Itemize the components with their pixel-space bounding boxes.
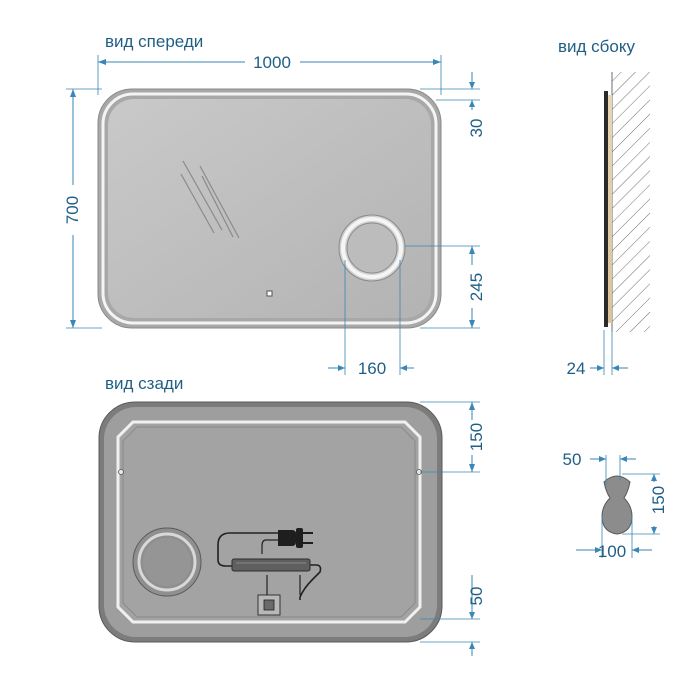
front-mirror xyxy=(97,88,442,329)
reflection-glint xyxy=(180,160,240,239)
back-mirror xyxy=(98,401,443,643)
dimension-hook-height: 150 xyxy=(622,473,668,535)
magnifier-height-value: 245 xyxy=(467,273,486,301)
dimension-back-top: 150 xyxy=(420,401,486,473)
back-top-value: 150 xyxy=(467,423,486,451)
side-depth-value: 24 xyxy=(567,359,586,378)
dimension-width: 1000 xyxy=(97,53,442,95)
dimension-magnifier-diameter: 160 xyxy=(328,260,414,378)
dimension-side-depth: 24 xyxy=(567,330,628,378)
magnifier-mirror xyxy=(338,214,406,282)
back-magnifier xyxy=(132,527,202,597)
hook-width-value: 100 xyxy=(598,542,626,561)
top-offset-value: 30 xyxy=(467,119,486,138)
dimension-height: 700 xyxy=(63,88,102,329)
hook-height-value: 150 xyxy=(649,486,668,514)
front-led-strip xyxy=(101,92,438,325)
power-driver-box xyxy=(231,558,311,572)
front-view-label: вид спереди xyxy=(105,32,203,51)
side-mirror xyxy=(604,72,650,332)
magnifier-diameter-value: 160 xyxy=(358,359,386,378)
back-bottom-value: 50 xyxy=(467,587,486,606)
hook-slot-shape xyxy=(601,475,633,535)
dimension-hook-width: 100 xyxy=(576,516,652,561)
dimension-top-offset: 30 xyxy=(420,72,486,137)
side-frame xyxy=(608,95,612,323)
dimension-back-bottom: 50 xyxy=(420,575,486,656)
side-glass xyxy=(604,91,608,327)
hook-slot-value: 50 xyxy=(563,450,582,469)
width-value: 1000 xyxy=(253,53,291,72)
height-value: 700 xyxy=(63,196,82,224)
power-plug-icon xyxy=(278,528,313,548)
dimension-hook-slot: 50 xyxy=(563,450,636,485)
dimension-magnifier-height: 245 xyxy=(405,245,486,329)
back-view-label: вид сзади xyxy=(105,374,183,393)
power-supply xyxy=(217,532,322,616)
side-view-label: вид сбоку xyxy=(558,37,635,56)
touch-sensor-icon xyxy=(266,290,273,297)
mount-hole-left xyxy=(118,469,124,475)
hook-slot-detail xyxy=(601,475,633,535)
